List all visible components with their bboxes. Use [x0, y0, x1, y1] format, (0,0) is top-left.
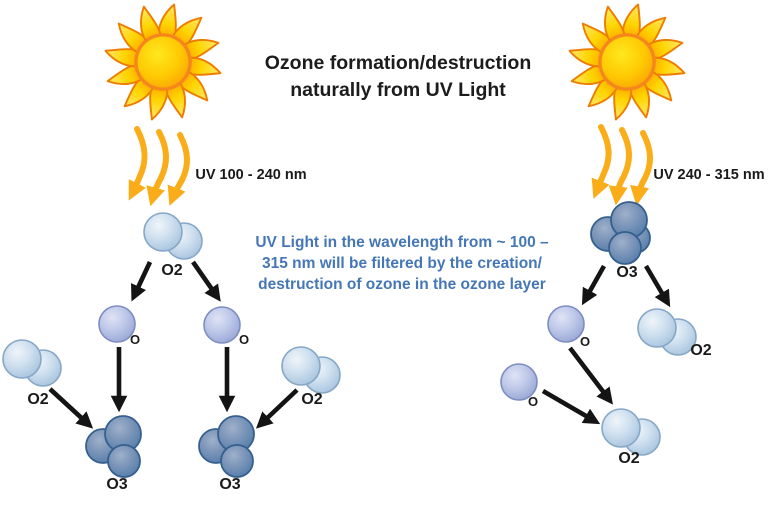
label-o3-left: O3: [106, 476, 128, 493]
molecule-o3-top-right-panel: [590, 201, 651, 265]
uv-wavelength-label-right: UV 240 - 315 nm: [653, 167, 765, 183]
caption-line1: UV Light in the wavelength from ~ 100 –: [255, 234, 549, 251]
arrow-o2-to-o-left: [131, 261, 153, 302]
caption-line3: destruction of ozone in the ozone layer: [258, 276, 546, 293]
uv-filter-caption: UV Light in the wavelength from ~ 100 – …: [255, 232, 548, 295]
label-o2-bottom: O2: [618, 450, 640, 467]
label-o-left: O: [129, 332, 141, 347]
page-title-line1: Ozone formation/destruction: [264, 52, 532, 74]
uv-ray-arrow: [167, 132, 190, 206]
uv-ray-arrow: [128, 126, 148, 201]
molecule-o3-right: [198, 415, 255, 478]
molecule-o2-bottom: [601, 408, 661, 456]
uv-ray-arrow: [591, 124, 612, 199]
uv-rays-right: [591, 124, 653, 206]
molecule-o-right: [203, 306, 241, 344]
arrow-o-free-to-o2-bottom: [541, 389, 601, 425]
uv-rays-left: [128, 126, 190, 207]
page-title: Ozone formation/destruction naturally fr…: [265, 50, 532, 104]
sun-icon-right: [568, 3, 687, 122]
molecule-o2-side-left: [2, 339, 62, 387]
label-o-free: O: [527, 394, 539, 409]
uv-ray-arrow: [146, 129, 169, 207]
label-o2-product: O2: [690, 342, 712, 359]
reaction-arrows-left: [48, 260, 299, 429]
page-title-line2: naturally from UV Light: [290, 79, 506, 101]
arrow-o3-to-o: [581, 264, 607, 306]
label-o2-side-right: O2: [301, 391, 323, 408]
sun-icon-left: [104, 3, 223, 122]
label-o3-right: O3: [219, 476, 241, 493]
uv-wavelength-label-left: UV 100 - 240 nm: [195, 167, 307, 183]
reaction-arrows-right: [541, 264, 671, 425]
arrow-o2-side-left-to-o3: [48, 387, 94, 429]
label-o2-side-left: O2: [27, 391, 49, 408]
arrow-o2-side-right-to-o3: [255, 388, 299, 429]
label-o2-top: O2: [161, 262, 183, 279]
arrow-o2-to-o-right: [191, 260, 221, 302]
label-o-right: O: [238, 332, 250, 347]
molecule-o2-top-left-panel: [143, 212, 203, 260]
uv-ray-arrow: [608, 127, 632, 206]
label-o3-top: O3: [616, 264, 638, 281]
caption-line2: 315 nm will be filtered by the creation/: [262, 255, 542, 272]
molecule-o-product: [547, 305, 585, 343]
molecule-o3-left: [85, 415, 142, 478]
label-o-product: O: [579, 334, 591, 349]
arrow-o3-to-o2: [644, 264, 671, 308]
molecule-o2-side-right: [281, 346, 341, 394]
uv-ray-arrow: [630, 130, 653, 206]
arrow-o-to-o2-bottom: [568, 346, 614, 405]
molecule-o2-product: [637, 308, 697, 356]
